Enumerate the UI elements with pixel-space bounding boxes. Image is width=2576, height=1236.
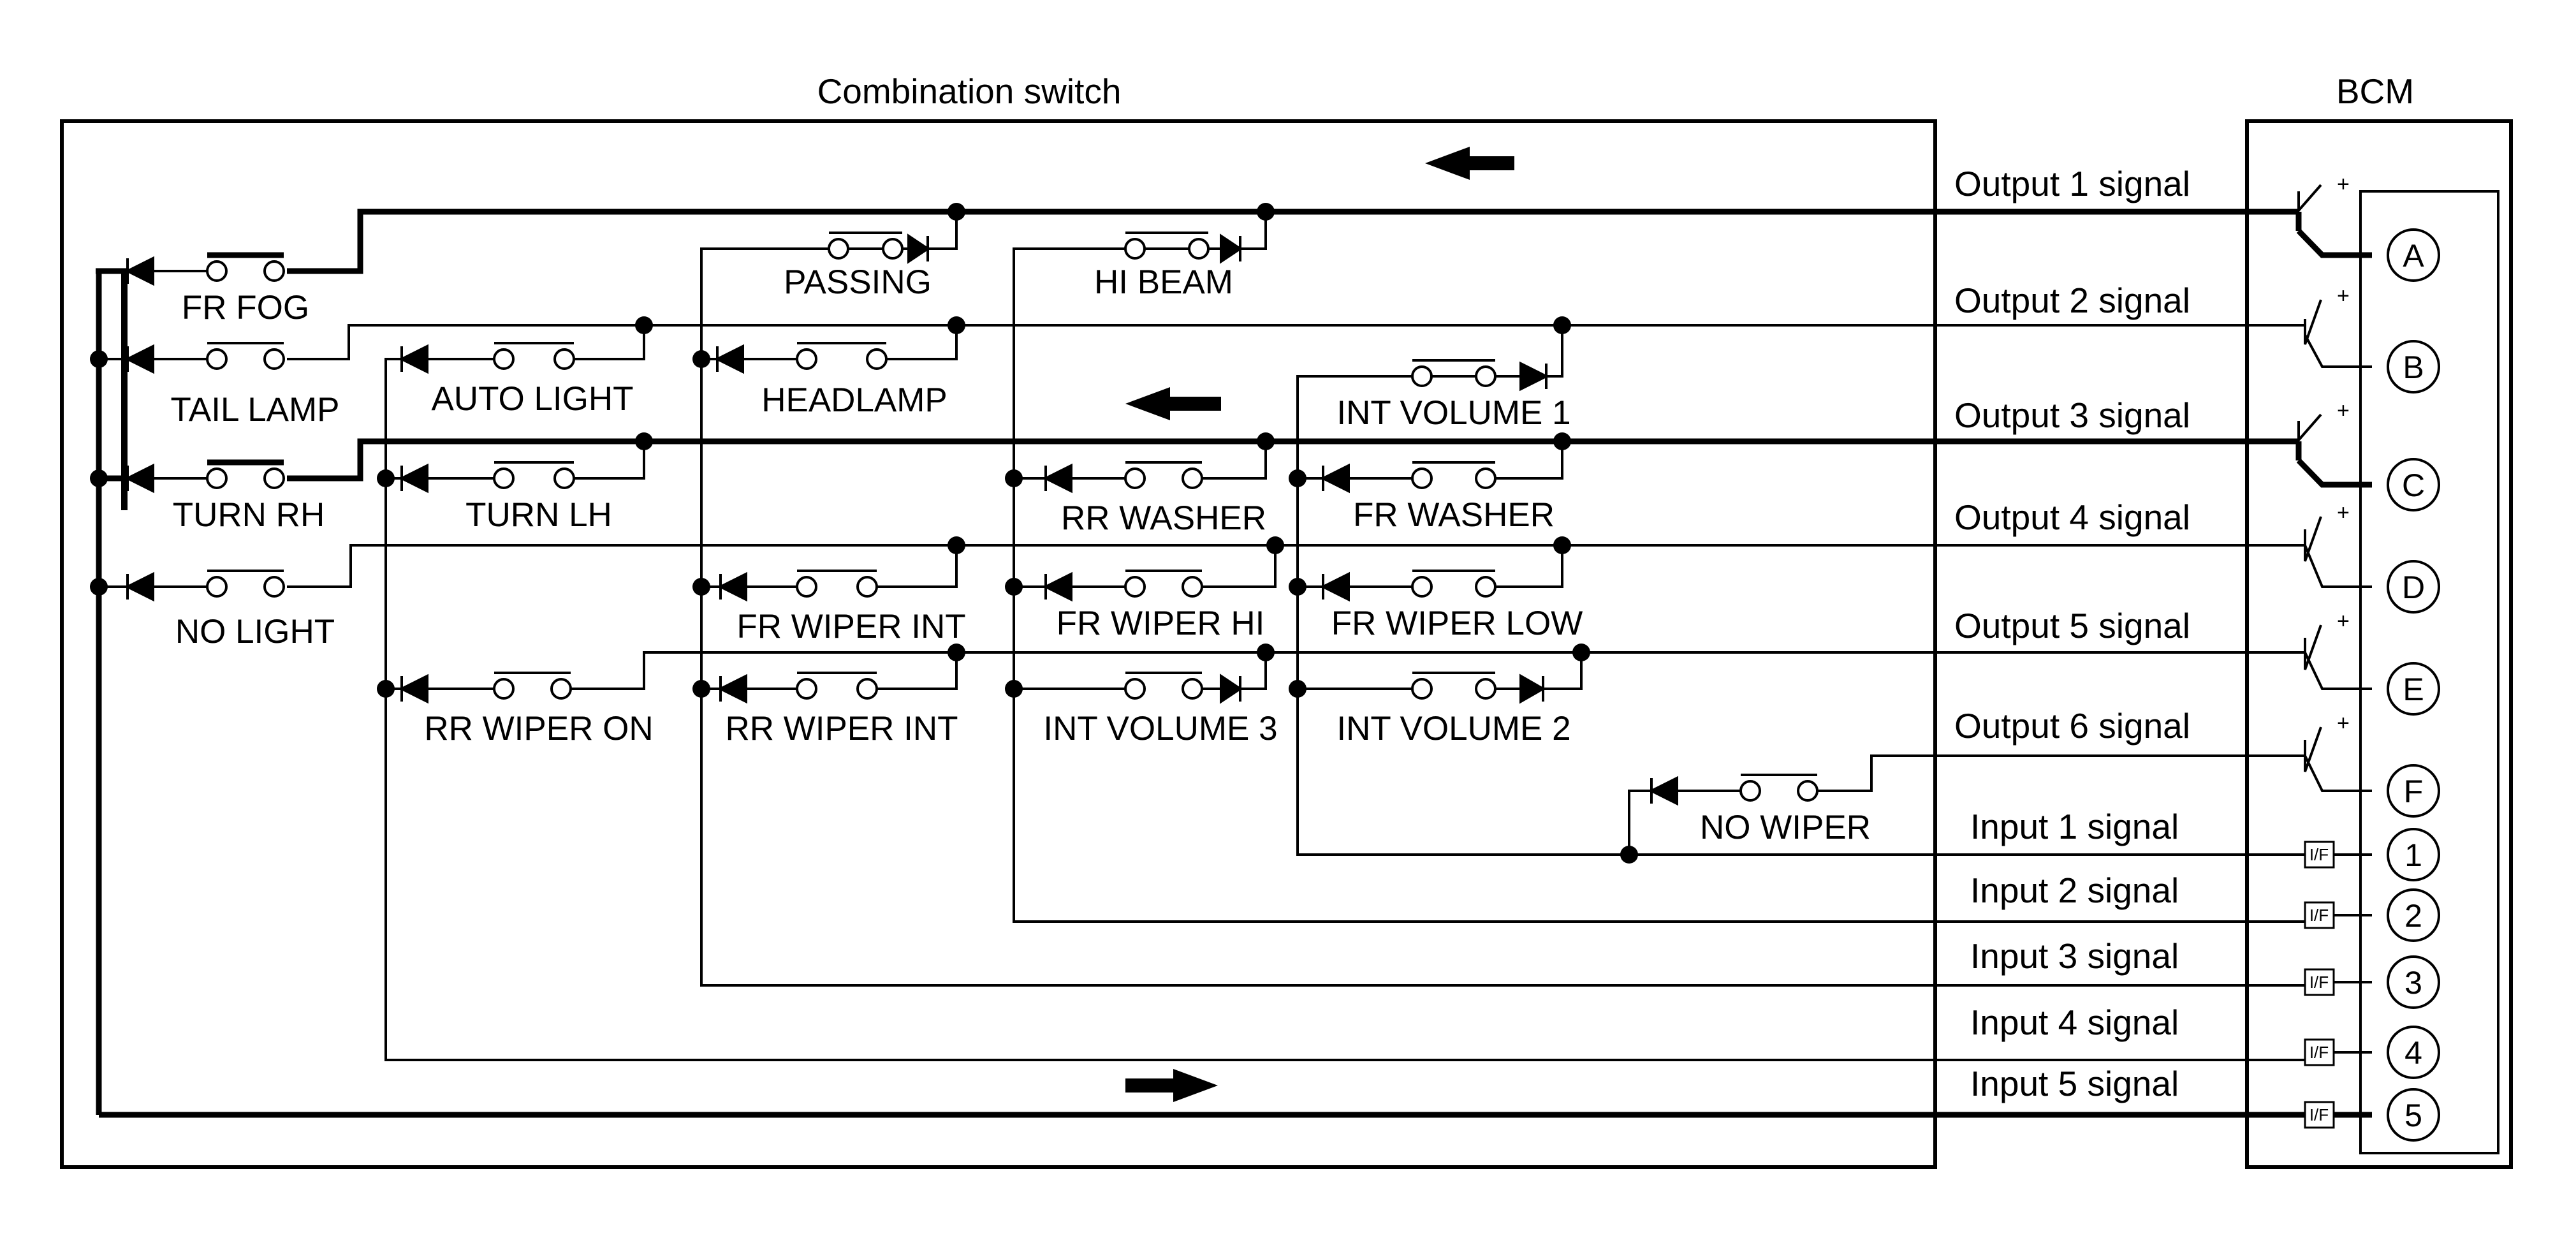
output-4-label: Output 4 signal: [1954, 497, 2190, 537]
terminal-e: E: [2403, 672, 2424, 707]
switch-symbols: [124, 232, 1819, 806]
transistor-plus-1: +: [2337, 172, 2350, 196]
transistor-plus-5: +: [2337, 609, 2350, 633]
switch-label-turn-rh: TURN RH: [173, 496, 325, 534]
interface-boxes: [2304, 841, 2335, 1129]
transistor-plus-3: +: [2337, 399, 2350, 423]
switch-label-passing: PASSING: [784, 263, 932, 301]
terminal-1: 1: [2404, 837, 2422, 873]
terminal-c: C: [2402, 467, 2425, 503]
bcm-frame: [2245, 119, 2513, 1169]
switch-label-no-light: NO LIGHT: [175, 613, 335, 651]
switch-label-tail-lamp: TAIL LAMP: [170, 391, 339, 429]
junction-dots: [90, 203, 1638, 864]
switch-label-int-volume-3: INT VOLUME 3: [1043, 710, 1277, 747]
switch-label-int-volume-2: INT VOLUME 2: [1336, 710, 1570, 747]
if-label-5: I/F: [2309, 1105, 2329, 1124]
combination-switch-title: Combination switch: [817, 71, 1122, 111]
terminal-3: 3: [2404, 965, 2422, 1001]
switch-label-turn-lh: TURN LH: [465, 496, 612, 534]
arrow-left-icon: [1425, 147, 1514, 180]
wires: [96, 209, 2372, 1118]
arrow-left-icon: [1125, 387, 1221, 420]
output-6-label: Output 6 signal: [1954, 706, 2190, 746]
terminal-d: D: [2402, 570, 2425, 605]
terminal-circles: [2387, 228, 2440, 1142]
terminal-a: A: [2403, 238, 2424, 274]
switch-label-rr-wiper-int: RR WIPER INT: [725, 710, 958, 747]
terminal-f: F: [2404, 774, 2424, 809]
input-4-label: Input 4 signal: [1970, 1003, 2179, 1042]
switch-label-auto-light: AUTO LIGHT: [431, 380, 633, 418]
switch-label-headlamp: HEADLAMP: [761, 381, 948, 419]
terminal-2: 2: [2404, 898, 2422, 934]
transistor-plus-2: +: [2337, 284, 2350, 308]
transistor-plus-4: +: [2337, 501, 2350, 525]
input-3-label: Input 3 signal: [1970, 936, 2179, 976]
arrow-right-icon: [1125, 1069, 1218, 1102]
if-label-4: I/F: [2309, 1043, 2329, 1062]
input-1-label: Input 1 signal: [1970, 807, 2179, 846]
combination-switch-frame: [60, 119, 1937, 1169]
terminal-4: 4: [2404, 1035, 2422, 1071]
switch-label-rr-wiper-on: RR WIPER ON: [424, 710, 653, 747]
output-2-label: Output 2 signal: [1954, 281, 2190, 320]
switch-label-int-volume-1: INT VOLUME 1: [1336, 394, 1570, 432]
switch-label-fr-fog: FR FOG: [182, 289, 309, 327]
switch-label-fr-wiper-low: FR WIPER LOW: [1331, 605, 1583, 642]
output-1-label: Output 1 signal: [1954, 164, 2190, 203]
output-3-label: Output 3 signal: [1954, 395, 2190, 435]
switch-label-hi-beam: HI BEAM: [1094, 263, 1233, 301]
bcm-title: BCM: [2336, 71, 2414, 111]
terminal-5: 5: [2404, 1098, 2422, 1133]
flow-arrows: [1125, 147, 1514, 1102]
if-label-1: I/F: [2309, 845, 2329, 864]
if-label-2: I/F: [2309, 906, 2329, 925]
switch-label-fr-wiper-hi: FR WIPER HI: [1057, 605, 1265, 642]
input-5-label: Input 5 signal: [1970, 1064, 2179, 1103]
switch-label-fr-wiper-int: FR WIPER INT: [736, 608, 965, 645]
bcm-inner-frame: [2359, 190, 2499, 1154]
switch-label-no-wiper: NO WIPER: [1700, 809, 1871, 846]
input-2-label: Input 2 signal: [1970, 871, 2179, 910]
transistors: [2297, 184, 2322, 772]
output-5-label: Output 5 signal: [1954, 606, 2190, 645]
switch-label-fr-washer: FR WASHER: [1353, 496, 1555, 534]
if-label-3: I/F: [2309, 973, 2329, 992]
switch-label-rr-washer: RR WASHER: [1061, 499, 1266, 537]
transistor-plus-6: +: [2337, 711, 2350, 735]
terminal-b: B: [2403, 349, 2424, 385]
